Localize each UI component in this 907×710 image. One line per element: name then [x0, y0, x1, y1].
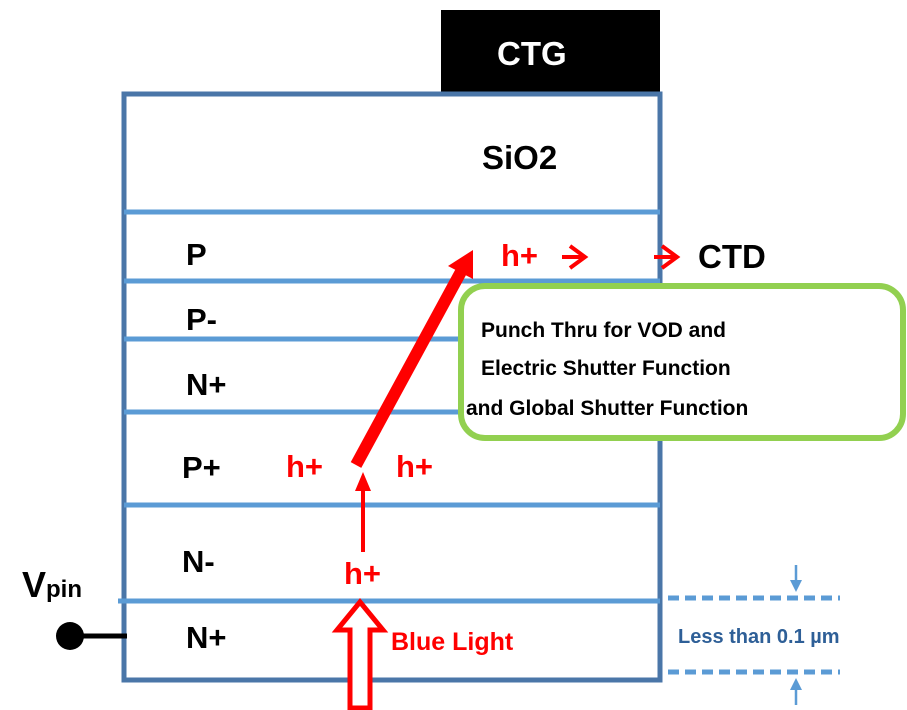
hole-label-top: h+ [501, 238, 539, 273]
callout-line-2: Electric Shutter Function [481, 357, 731, 380]
sio2-label: SiO2 [482, 139, 558, 176]
punch-through-arrow [350, 265, 469, 468]
vpin-label: Vpin [22, 567, 82, 603]
blue-light-arrow [331, 598, 389, 710]
layer-label-n-minus: N- [182, 544, 215, 579]
layer-label-p: P [186, 237, 207, 272]
ctg-label: CTG [497, 35, 567, 72]
hole-drift-arrowhead [355, 472, 371, 491]
depth-arrowhead-top [790, 580, 802, 592]
depth-arrowhead-bottom [790, 678, 802, 690]
chevron-arrow-1-head [568, 244, 589, 270]
callout-line-3: and Global Shutter Function [466, 397, 749, 420]
hole-label-bottom: h+ [344, 556, 382, 591]
ctg-gate-block [441, 10, 660, 94]
callout-box [458, 283, 906, 441]
hole-label-right: h+ [396, 449, 434, 484]
callout-line-1: Punch Thru for VOD and [481, 319, 726, 342]
layer-label-p-minus: P- [186, 302, 217, 337]
punch-through-arrowhead [448, 250, 473, 279]
vpin-label-main: V [22, 564, 47, 605]
ctd-label: CTD [698, 238, 766, 275]
depth-label: Less than 0.1 µm [678, 626, 840, 648]
vpin-label-sub: pin [46, 576, 83, 603]
blue-light-label: Blue Light [391, 628, 514, 656]
layer-label-p-plus: P+ [182, 450, 221, 485]
layer-label-n-plus-lower: N+ [186, 620, 227, 655]
hole-label-left: h+ [286, 449, 324, 484]
chevron-arrow-2-head [660, 244, 681, 270]
layer-label-n-plus-upper: N+ [186, 367, 227, 402]
